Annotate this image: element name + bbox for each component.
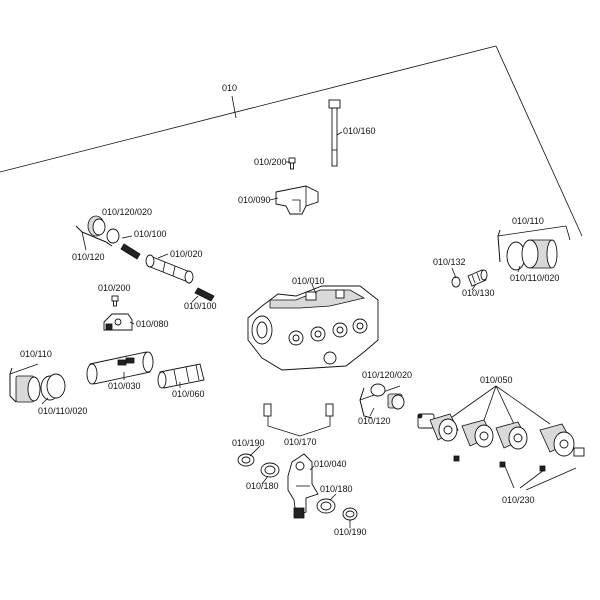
label-010-040: 010/040 (314, 459, 347, 469)
bracket-010-110-right (497, 225, 571, 263)
leader-lines (41, 131, 521, 528)
label-010-120-020-right: 010/120/020 (362, 370, 412, 380)
part-labels: 010 010/160 010/200 010/090 010/120/020 … (20, 83, 559, 537)
label-010-100-top: 010/100 (134, 229, 167, 239)
part-bracket-010-090 (275, 185, 319, 215)
part-spring-010-100-top (120, 243, 141, 260)
part-ring-010-190-right (342, 507, 358, 521)
part-fitting-010-130 (467, 269, 488, 287)
part-solenoid-010-050-4 (539, 423, 585, 457)
leader-010-050 (447, 385, 551, 427)
part-bolt-010-160 (328, 99, 341, 167)
label-010-130: 010/130 (462, 288, 495, 298)
label-010-110-left: 010/110 (20, 349, 52, 359)
part-spool-010-020 (145, 254, 194, 284)
bracket-010-110-left (9, 363, 39, 403)
part-cap-010-110-left (15, 373, 66, 403)
label-010-120-right: 010/120 (358, 416, 391, 426)
label-010-180-left: 010/180 (246, 481, 279, 491)
label-010-120-left: 010/120 (72, 252, 105, 262)
label-010-230: 010/230 (502, 495, 535, 505)
label-010-050: 010/050 (480, 375, 513, 385)
part-ring-010-132 (451, 276, 461, 288)
label-010-160: 010/160 (343, 126, 376, 136)
label-010-010: 010/010 (292, 276, 325, 286)
label-010-200-top: 010/200 (254, 157, 287, 167)
label-010-080: 010/080 (136, 319, 169, 329)
label-010-120-020-left: 010/120/020 (102, 207, 152, 217)
part-spring-010-100-bottom (194, 287, 215, 302)
bracket-010-120-left (75, 225, 113, 251)
label-010-110-020-right: 010/110/020 (510, 273, 559, 283)
label-010-170: 010/170 (284, 437, 317, 447)
part-solenoid-010-050-3 (495, 421, 528, 450)
label-010-132: 010/132 (433, 257, 466, 267)
part-solenoid-010-050-2 (461, 419, 494, 448)
part-plug-010-120-020-left (87, 215, 120, 244)
part-cap-010-110-right (506, 239, 558, 271)
label-010-090: 010/090 (238, 195, 271, 205)
part-piston-010-060 (157, 363, 205, 389)
label-010-110-020-left: 010/110/020 (38, 406, 87, 416)
label-assembly-010: 010 (222, 83, 237, 93)
part-screws-010-230 (453, 455, 577, 491)
label-010-190-left: 010/190 (232, 438, 265, 448)
label-010-180-right: 010/180 (320, 484, 353, 494)
label-010-190-right: 010/190 (334, 527, 367, 537)
assembly-bracket (0, 45, 583, 237)
part-pins-010-170 (263, 403, 334, 437)
label-010-020: 010/020 (170, 249, 203, 259)
label-010-060: 010/060 (172, 389, 205, 399)
part-screw-010-200-top (288, 157, 296, 170)
part-screw-010-200-mid (111, 295, 119, 307)
part-ring-010-180-right (316, 498, 336, 514)
label-010-110-right: 010/110 (512, 216, 544, 226)
part-solenoid-010-050-1 (417, 413, 459, 442)
part-clamp-010-080 (103, 313, 133, 331)
part-ring-010-190-left (237, 453, 255, 467)
part-housing-010-010 (247, 285, 379, 371)
label-010-200-mid: 010/200 (98, 283, 131, 293)
part-plug-010-120-020-right (370, 383, 405, 410)
label-010-030: 010/030 (108, 381, 141, 391)
part-ring-010-180-left (260, 462, 280, 478)
label-010-100-bottom: 010/100 (184, 301, 217, 311)
part-sleeve-010-030 (86, 351, 154, 385)
